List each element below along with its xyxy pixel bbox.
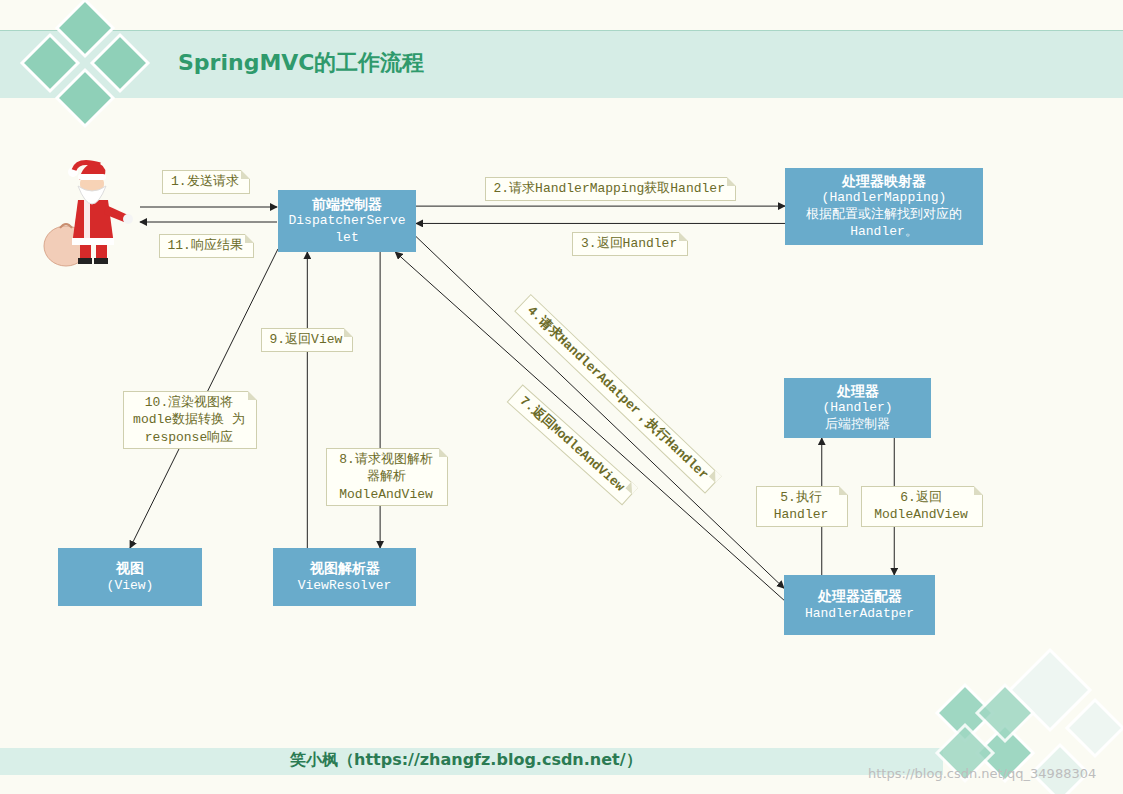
process-box: 前端控制器DispatcherServe let	[278, 190, 416, 252]
process-box: 处理器适配器HandlerAdatper	[784, 575, 935, 635]
response-arrow	[140, 222, 277, 223]
step-label: 8.请求视图解析器解析 ModleAndView	[326, 448, 448, 507]
footer-band	[0, 748, 943, 775]
flow-arrow	[416, 237, 784, 589]
header-diamonds	[22, 0, 148, 126]
step-label: 1.发送请求	[162, 170, 250, 194]
box-text: (Handler)	[822, 400, 892, 417]
step-label: 6.返回 ModleAndView	[861, 486, 983, 527]
diagram-title: SpringMVC的工作流程	[178, 48, 424, 78]
box-text: 后端控制器	[825, 417, 890, 434]
box-text: ViewResolver	[298, 578, 392, 595]
process-box: 视图(View)	[58, 548, 202, 606]
step-label: 5.执行 Handler	[756, 486, 848, 527]
box-heading: 前端控制器	[312, 195, 382, 213]
process-box: 视图解析器ViewResolver	[273, 548, 416, 606]
step-label: 10.渲染视图将 modle数据转换 为response响应	[123, 391, 257, 450]
box-heading: 视图	[116, 559, 144, 577]
step-label: 11.响应结果	[159, 234, 254, 258]
box-text: (View)	[107, 578, 154, 595]
flow-arrow	[395, 252, 784, 600]
flow-arrow	[416, 223, 785, 224]
flow-arrow	[416, 206, 785, 207]
box-heading: 处理器映射器	[842, 172, 926, 190]
footer-caption: 笑小枫（https://zhangfz.blog.csdn.net/）	[290, 750, 642, 771]
box-heading: 处理器	[837, 382, 879, 400]
box-text: DispatcherServe let	[284, 213, 410, 247]
step-label: 3.返回Handler	[572, 232, 688, 256]
step-label: 2.请求HandlerMapping获取Handler	[485, 177, 736, 201]
header-band	[0, 30, 1123, 98]
header-rule	[0, 30, 1123, 31]
box-heading: 处理器适配器	[818, 587, 902, 605]
watermark: https://blog.csdn.net/qq_34988304	[868, 766, 1096, 781]
step-label: 4.请求HandlerAdatper，执行Handler	[514, 293, 721, 493]
box-text: HandlerAdatper	[805, 606, 914, 623]
step-label: 9.返回View	[261, 328, 354, 352]
process-box: 处理器(Handler)后端控制器	[784, 378, 931, 438]
box-heading: 视图解析器	[310, 559, 380, 577]
box-text: 根据配置或注解找到对应的Handler。	[791, 207, 977, 241]
user-santa	[44, 162, 133, 266]
box-text: (HandlerMapping)	[822, 190, 947, 207]
process-box: 处理器映射器(HandlerMapping)根据配置或注解找到对应的Handle…	[785, 168, 983, 245]
flow-arrow	[307, 252, 308, 548]
request-arrow	[140, 207, 277, 208]
